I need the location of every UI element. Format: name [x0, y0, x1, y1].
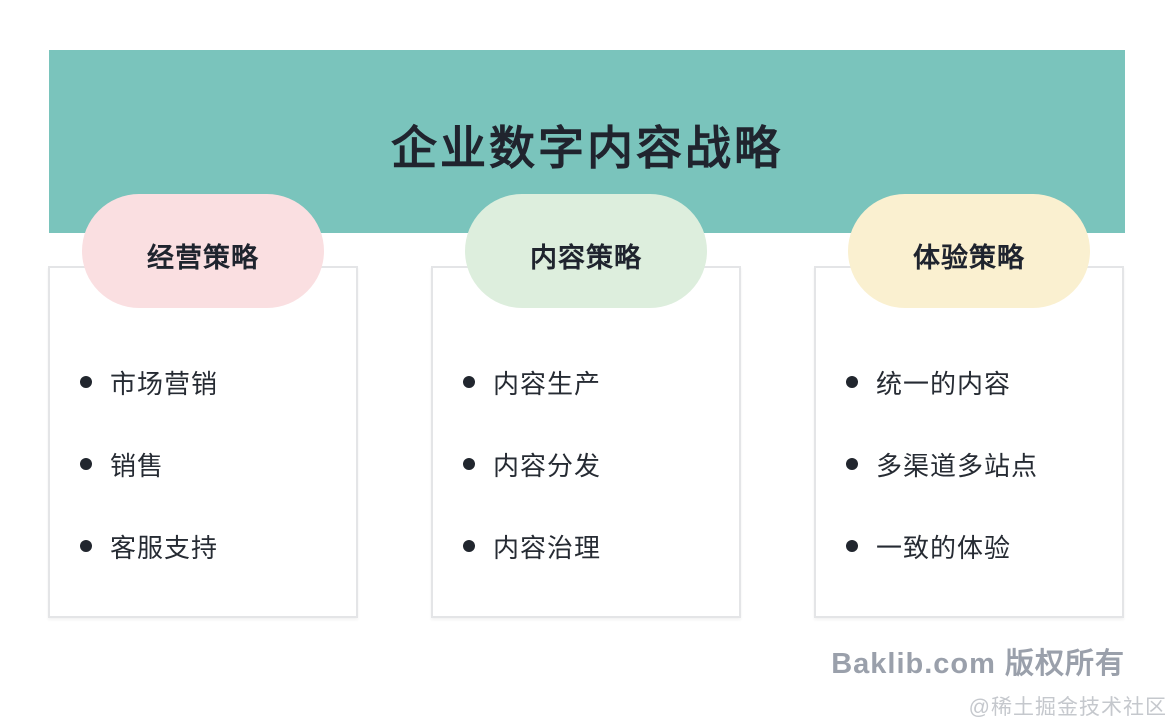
item-label: 销售: [110, 450, 165, 481]
bullet-dot-icon: [463, 540, 475, 552]
business-item-list: 市场营销 销售 客服支持: [50, 268, 356, 566]
list-item: 内容治理: [433, 526, 739, 566]
pillar-card-experience: 统一的内容 多渠道多站点 一致的体验: [814, 266, 1124, 618]
list-item: 一致的体验: [816, 526, 1122, 566]
pillar-pill-experience: 体验策略: [848, 194, 1090, 308]
item-label: 内容治理: [493, 532, 602, 563]
copyright-text: Baklib.com 版权所有: [831, 648, 1125, 680]
experience-item-list: 统一的内容 多渠道多站点 一致的体验: [816, 268, 1122, 566]
item-label: 市场营销: [110, 368, 219, 399]
content-item-list: 内容生产 内容分发 内容治理: [433, 268, 739, 566]
pillar-pill-content: 内容策略: [465, 194, 707, 308]
bullet-dot-icon: [846, 540, 858, 552]
list-item: 销售: [50, 444, 356, 484]
list-item: 内容生产: [433, 362, 739, 402]
page-title: 企业数字内容战略: [391, 121, 783, 174]
list-item: 内容分发: [433, 444, 739, 484]
bullet-dot-icon: [80, 458, 92, 470]
item-label: 内容分发: [493, 450, 602, 481]
item-label: 内容生产: [493, 368, 602, 399]
bullet-dot-icon: [846, 376, 858, 388]
item-label: 客服支持: [110, 532, 219, 563]
bullet-dot-icon: [80, 540, 92, 552]
list-item: 市场营销: [50, 362, 356, 402]
list-item: 客服支持: [50, 526, 356, 566]
pillar-pill-business: 经营策略: [82, 194, 324, 308]
bullet-dot-icon: [80, 376, 92, 388]
watermark-text: @稀土掘金技术社区: [968, 696, 1167, 719]
pillar-pill-label: 内容策略: [530, 242, 642, 273]
pillar-pill-label: 经营策略: [147, 242, 259, 273]
pillar-pill-label: 体验策略: [913, 242, 1025, 273]
bullet-dot-icon: [463, 458, 475, 470]
pillar-card-content: 内容生产 内容分发 内容治理: [431, 266, 741, 618]
bullet-dot-icon: [463, 376, 475, 388]
item-label: 多渠道多站点: [876, 450, 1039, 481]
item-label: 统一的内容: [876, 368, 1012, 399]
list-item: 统一的内容: [816, 362, 1122, 402]
bullet-dot-icon: [846, 458, 858, 470]
list-item: 多渠道多站点: [816, 444, 1122, 484]
pillar-card-business: 市场营销 销售 客服支持: [48, 266, 358, 618]
item-label: 一致的体验: [876, 532, 1012, 563]
